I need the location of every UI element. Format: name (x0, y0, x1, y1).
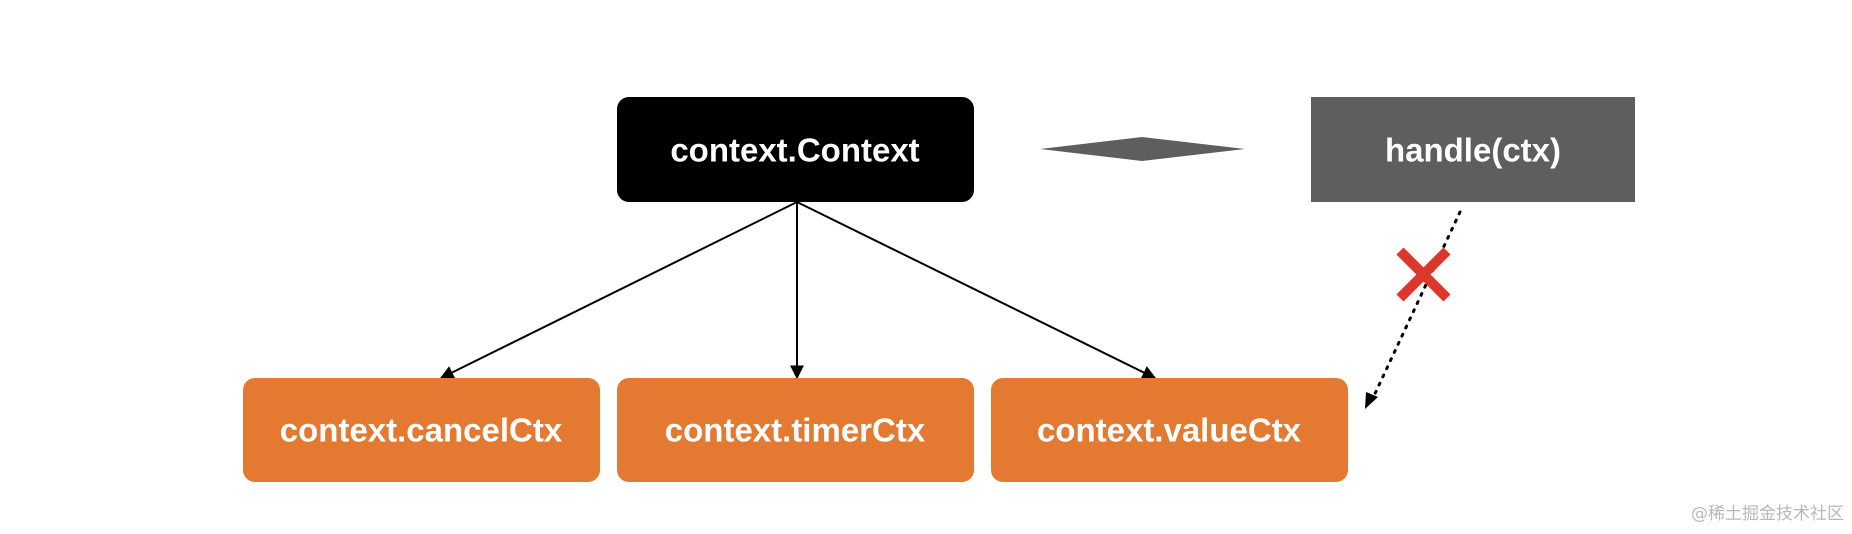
node-context-context-label: context.Context (670, 132, 919, 169)
node-value-ctx-box (991, 378, 1348, 482)
dotted-arrowhead-icon (1365, 392, 1378, 409)
node-handle: handle(ctx) (1311, 97, 1635, 202)
edge-root-to-cancel (439, 201, 798, 379)
node-cancel-ctx-box (243, 378, 600, 482)
node-timer-ctx-label: context.timerCtx (665, 412, 926, 449)
watermark: @稀土掘金技术社区 (1691, 504, 1844, 524)
node-handle-box (1311, 97, 1635, 202)
node-cancel-ctx: context.cancelCtx (243, 378, 600, 482)
edge-handle-to-value-dotted (1370, 210, 1462, 402)
node-timer-ctx-box (617, 378, 974, 482)
node-timer-ctx: context.timerCtx (617, 378, 974, 482)
node-handle-label: handle(ctx) (1385, 132, 1561, 169)
node-value-ctx-label: context.valueCtx (1037, 412, 1302, 449)
node-context-context-box (617, 97, 974, 202)
node-cancel-ctx-label: context.cancelCtx (280, 412, 563, 449)
node-context-context: context.Context (617, 97, 974, 202)
connector-diamond-icon (1040, 137, 1245, 161)
node-value-ctx: context.valueCtx (991, 378, 1348, 482)
cross-icon (1396, 247, 1451, 302)
edge-root-to-value (796, 201, 1157, 379)
